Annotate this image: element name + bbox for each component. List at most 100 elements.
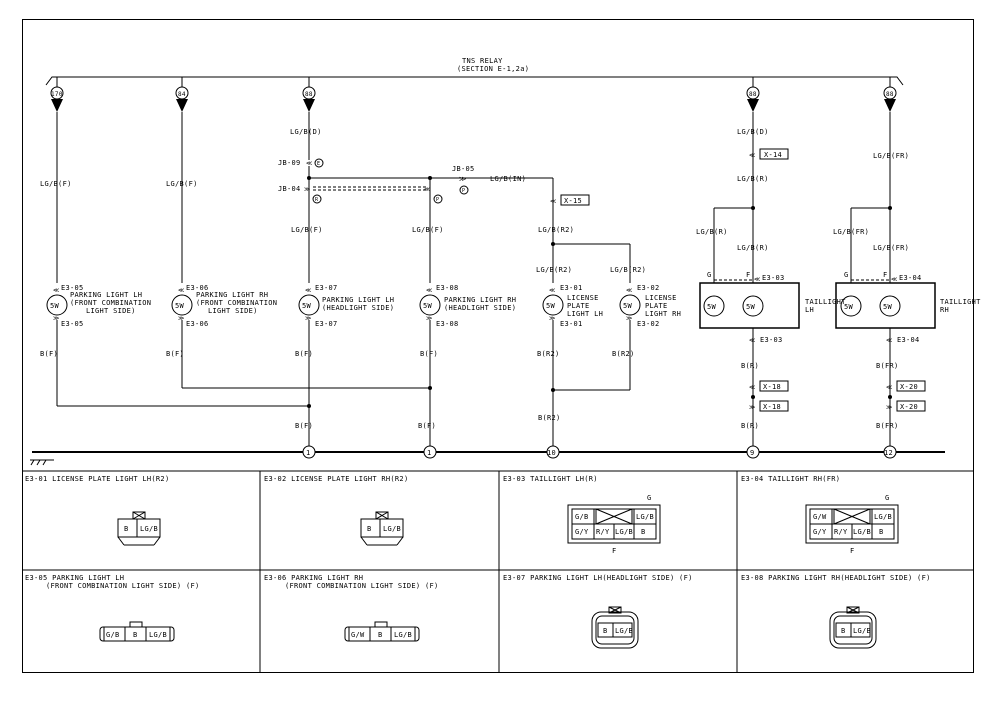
wire-label: LG/B(FR) bbox=[873, 244, 909, 252]
svg-text:(HEADLIGHT SIDE): (HEADLIGHT SIDE) bbox=[322, 304, 394, 312]
svg-text:E3-06: E3-06 bbox=[186, 284, 209, 292]
svg-text:X-18: X-18 bbox=[763, 383, 781, 391]
svg-text:5W: 5W bbox=[175, 302, 185, 310]
svg-text:≫: ≫ bbox=[626, 315, 633, 322]
svg-text:≫: ≫ bbox=[53, 315, 60, 322]
lamp-license-rh: E3-02 ≪ 5W ≫ E3-02 LICENSE PLATE LIGHT R… bbox=[619, 284, 681, 328]
wire-label: LG/B(FR) bbox=[873, 152, 909, 160]
svg-text:E3-04 TAILLIGHT RH(FR): E3-04 TAILLIGHT RH(FR) bbox=[741, 475, 840, 483]
svg-text:≪: ≪ bbox=[53, 287, 60, 294]
svg-text:F: F bbox=[612, 547, 617, 555]
svg-text:G: G bbox=[707, 271, 712, 279]
svg-text:G/Y: G/Y bbox=[575, 528, 589, 536]
svg-text:≪: ≪ bbox=[549, 287, 556, 294]
svg-text:PARKING LIGHT RH: PARKING LIGHT RH bbox=[196, 291, 268, 299]
connector-e3-07: E3-07 PARKING LIGHT LH(HEADLIGHT SIDE) (… bbox=[503, 574, 693, 649]
connector-e3-03: E3-03 TAILLIGHT LH(R) G G/B LG/B G/Y R/Y… bbox=[503, 475, 661, 555]
wire-label: LG/B(FR) bbox=[833, 228, 869, 236]
svg-text:B: B bbox=[378, 631, 383, 639]
svg-text:LG/B: LG/B bbox=[149, 631, 167, 639]
svg-text:9: 9 bbox=[750, 449, 755, 457]
svg-text:RH: RH bbox=[940, 306, 949, 314]
svg-text:LG/B: LG/B bbox=[140, 525, 158, 533]
wire-label: B(F) bbox=[418, 422, 436, 430]
svg-text:(FRONT COMBINATION LIGHT SIDE): (FRONT COMBINATION LIGHT SIDE) (F) bbox=[285, 582, 439, 590]
svg-text:5W: 5W bbox=[707, 303, 717, 311]
svg-text:12: 12 bbox=[884, 449, 893, 457]
svg-text:LG/B: LG/B bbox=[394, 631, 412, 639]
svg-text:≪: ≪ bbox=[626, 287, 633, 294]
svg-text:E3-08: E3-08 bbox=[436, 284, 459, 292]
relay-bus bbox=[45, 76, 904, 86]
svg-text:PARKING LIGHT RH: PARKING LIGHT RH bbox=[444, 296, 516, 304]
wire-label: LG/B(R2) bbox=[610, 266, 646, 274]
svg-text:B(R): B(R) bbox=[741, 362, 759, 370]
source-84: 84 bbox=[175, 77, 189, 112]
svg-text:88: 88 bbox=[749, 91, 757, 98]
svg-text:≪: ≪ bbox=[749, 337, 756, 344]
svg-text:≪: ≪ bbox=[426, 287, 433, 294]
svg-text:B: B bbox=[841, 627, 846, 635]
svg-text:88: 88 bbox=[886, 91, 894, 98]
svg-text:LIGHT RH: LIGHT RH bbox=[645, 310, 681, 318]
svg-text:5W: 5W bbox=[546, 302, 556, 310]
svg-text:G/W: G/W bbox=[813, 513, 827, 521]
x14-label: X-14 bbox=[764, 151, 782, 159]
wire-label: LG/B(F) bbox=[166, 180, 198, 188]
x15-label: X-15 bbox=[564, 197, 582, 205]
svg-text:≪: ≪ bbox=[754, 276, 761, 283]
svg-text:5W: 5W bbox=[423, 302, 433, 310]
svg-text:LG/B: LG/B bbox=[874, 513, 892, 521]
svg-text:F: F bbox=[746, 271, 751, 279]
svg-text:≪: ≪ bbox=[749, 152, 756, 159]
svg-text:1: 1 bbox=[306, 449, 311, 457]
svg-text:B: B bbox=[641, 528, 646, 536]
lamp-parking-rh-head: E3-08 ≪ 5W ≫ E3-08 PARKING LIGHT RH (HEA… bbox=[419, 284, 516, 328]
svg-text:X-20: X-20 bbox=[900, 383, 918, 391]
svg-text:5W: 5W bbox=[50, 302, 60, 310]
svg-text:G: G bbox=[885, 494, 890, 502]
svg-text:PARKING LIGHT LH: PARKING LIGHT LH bbox=[70, 291, 142, 299]
svg-text:X-20: X-20 bbox=[900, 403, 918, 411]
wire-label: B(F) bbox=[166, 350, 184, 358]
svg-text:LG/B: LG/B bbox=[615, 627, 633, 635]
connector-e3-04: E3-04 TAILLIGHT RH(FR) G G/W LG/B G/Y R/… bbox=[741, 475, 899, 555]
wire-label: LG/B(R) bbox=[696, 228, 728, 236]
svg-text:E3-05 PARKING LIGHT LH: E3-05 PARKING LIGHT LH bbox=[25, 574, 124, 582]
connector-e3-02: E3-02 LICENSE PLATE LIGHT RH(R2) B LG/B bbox=[264, 475, 408, 546]
svg-text:LG/B: LG/B bbox=[853, 627, 871, 635]
svg-text:≫: ≫ bbox=[178, 315, 185, 322]
svg-text:≫: ≫ bbox=[304, 186, 311, 193]
svg-text:E3-08: E3-08 bbox=[436, 320, 459, 328]
svg-text:E3-07 PARKING LIGHT LH(HEADLIG: E3-07 PARKING LIGHT LH(HEADLIGHT SIDE) (… bbox=[503, 574, 693, 582]
svg-text:E3-01 LICENSE PLATE LIGHT LH(R: E3-01 LICENSE PLATE LIGHT LH(R2) bbox=[25, 475, 169, 483]
lamp-parking-lh-front: E3-05 ≪ 5W ≫ E3-05 PARKING LIGHT LH (FRO… bbox=[46, 284, 151, 328]
wire-label: LG/B(F) bbox=[40, 180, 72, 188]
svg-text:5W: 5W bbox=[844, 303, 854, 311]
wire-label: B(R2) bbox=[612, 350, 635, 358]
svg-text:G/W: G/W bbox=[351, 631, 365, 639]
lamp-license-lh: E3-01 ≪ 5W ≫ E3-01 LICENSE PLATE LIGHT L… bbox=[542, 284, 603, 328]
svg-text:E3-02: E3-02 bbox=[637, 284, 660, 292]
svg-text:TAILLIGHT: TAILLIGHT bbox=[940, 298, 981, 306]
svg-text:≪: ≪ bbox=[891, 276, 898, 283]
svg-text:P: P bbox=[462, 188, 465, 194]
svg-text:≪: ≪ bbox=[886, 337, 893, 344]
svg-text:E3-03: E3-03 bbox=[762, 274, 785, 282]
svg-text:R: R bbox=[315, 197, 319, 203]
svg-text:≪: ≪ bbox=[178, 287, 185, 294]
svg-text:G: G bbox=[647, 494, 652, 502]
source-88-a: 88 bbox=[302, 77, 316, 112]
svg-text:≫: ≫ bbox=[886, 404, 893, 411]
svg-text:LIGHT SIDE): LIGHT SIDE) bbox=[86, 307, 136, 315]
svg-text:G: G bbox=[844, 271, 849, 279]
svg-text:E3-03: E3-03 bbox=[760, 336, 783, 344]
svg-text:E3-07: E3-07 bbox=[315, 320, 338, 328]
svg-text:≫: ≫ bbox=[426, 315, 433, 322]
svg-text:5W: 5W bbox=[302, 302, 312, 310]
svg-text:LG/B: LG/B bbox=[615, 528, 633, 536]
wire-label: LG/B(D) bbox=[737, 128, 769, 136]
svg-text:B: B bbox=[367, 525, 372, 533]
lamp-parking-rh-front: E3-06 ≪ 5W ≫ E3-06 PARKING LIGHT RH (FRO… bbox=[171, 284, 277, 328]
